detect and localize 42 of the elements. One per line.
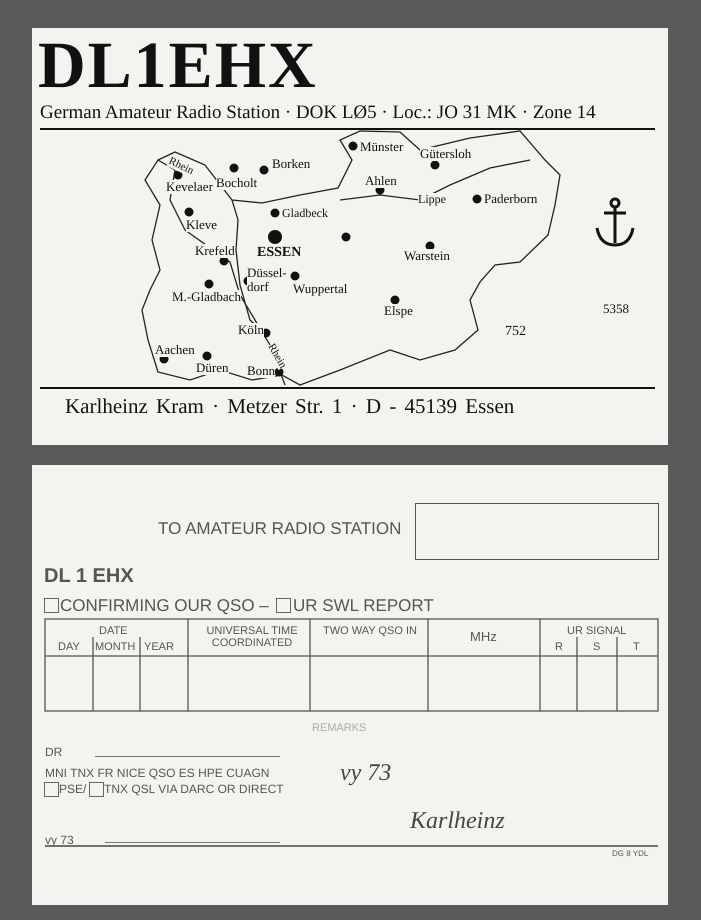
city-label: Borken	[272, 157, 310, 172]
city-label: M.-Gladbach	[172, 290, 241, 304]
message-text: MNI TNX FR NICE QSO ES HPE CUAGN	[45, 767, 270, 780]
field-label: vy 73	[45, 834, 74, 848]
remarks-label: REMARKS	[312, 722, 366, 734]
city-label: Elspe	[384, 304, 413, 318]
city-label: Bocholt	[216, 176, 258, 190]
column-header: MHz	[470, 630, 497, 644]
column-header: UR SIGNAL	[567, 625, 626, 638]
heading-text: TO AMATEUR RADIO STATION	[158, 520, 402, 539]
city-label: Warstein	[404, 249, 450, 264]
city-label: Bonn	[247, 364, 276, 378]
callsign-text: DL 1 EHX	[44, 565, 134, 587]
column-header: MONTH	[95, 641, 136, 654]
city-label: Wuppertal	[293, 282, 348, 296]
city-label: Gladbeck	[282, 207, 328, 220]
city-label: Paderborn	[484, 192, 538, 206]
member-number: 5358	[603, 302, 629, 316]
city-label: Münster	[360, 140, 404, 154]
column-header: DAY	[58, 641, 80, 654]
column-header: UNIVERSAL TIME COORDINATED	[205, 625, 299, 650]
checkbox-label: UR SWL REPORT	[293, 597, 434, 616]
city-label: Krefeld	[195, 244, 235, 258]
column-header: DATE	[99, 625, 128, 638]
city-label: Köln	[238, 323, 264, 338]
field-label: DR	[45, 746, 62, 760]
city-label: Gütersloh	[420, 147, 472, 162]
checkbox-label: CONFIRMING OUR QSO –	[60, 597, 269, 616]
city-label: Kevelaer	[166, 180, 213, 194]
column-header: S	[593, 641, 600, 654]
city-label: Aachen	[155, 343, 195, 358]
column-header: TWO WAY QSO IN	[322, 625, 418, 638]
city-label: Ahlen	[365, 174, 397, 188]
city-label: Düren	[196, 361, 228, 376]
checkbox-label: PSE/	[59, 783, 86, 796]
column-header: R	[555, 641, 563, 654]
river-label: Lippe	[418, 193, 446, 206]
checkbox-label: TNX QSL VIA DARC OR DIRECT	[104, 783, 284, 796]
city-label: Kleve	[186, 218, 218, 232]
column-header: T	[633, 641, 640, 654]
column-header: YEAR	[144, 641, 174, 654]
printer-note: DG 8 YDL	[612, 850, 648, 859]
